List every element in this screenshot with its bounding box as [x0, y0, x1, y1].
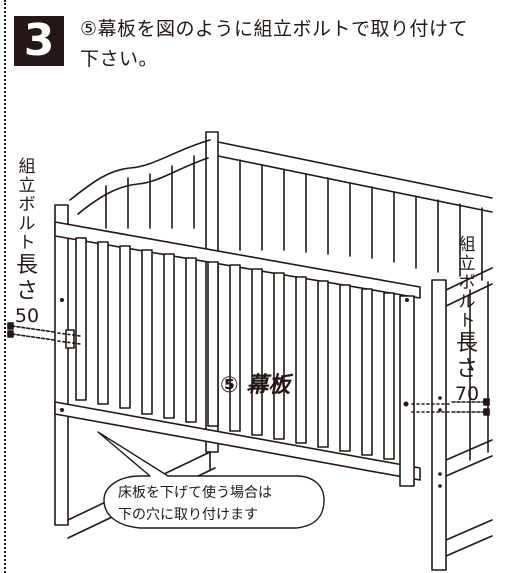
part-label: ⑤ 幕板 [220, 373, 294, 398]
back-headboard-arch-inner [77, 157, 209, 215]
front-right-post [431, 279, 447, 571]
left-bolt-length-char-2: さ [15, 279, 38, 304]
front-bottom-rail [54, 401, 421, 481]
left-bolt-char-4: ル [18, 214, 36, 234]
mid-right-post [399, 295, 415, 487]
back-top-rail [217, 141, 493, 213]
mounting-holes [60, 298, 442, 488]
instruction-line-1: ⑤幕板を図のように組立ボルトで取り付けて [80, 18, 469, 40]
callout-text: 床板を下げて使う場合は 下の穴に取り付けます [118, 482, 308, 526]
front-left-post [54, 204, 69, 526]
left-bolt-label: 組 立 ボ ル ト 長 さ 50 [14, 157, 40, 328]
right-bolt-char-1: 組 [458, 235, 476, 255]
right-bolt-length-char-2: さ [455, 357, 478, 382]
right-bolt-length-char-1: 長 [455, 331, 478, 356]
right-end-rails [445, 267, 493, 477]
right-bolt-char-2: 立 [458, 254, 476, 274]
back-slats [105, 155, 483, 281]
left-bolt-char-2: 立 [18, 176, 36, 196]
right-bolt-char-3: ボ [458, 273, 476, 293]
left-bolts [7, 322, 81, 345]
callout-bubble [97, 431, 325, 529]
left-bolt-char-3: ボ [18, 195, 36, 215]
callout-line-1: 床板を下げて使う場合は [118, 485, 272, 501]
left-bracket [65, 329, 75, 349]
left-bolt-length-char-1: 長 [15, 253, 38, 278]
step-instruction: ⑤幕板を図のように組立ボルトで取り付けて 下さい。 [80, 14, 510, 74]
step-number-badge: 3 [14, 16, 64, 66]
page-margin-rule [4, 0, 6, 573]
right-bolt-char-5: ト [458, 311, 476, 331]
front-top-rail [54, 221, 421, 299]
left-bolt-char-5: ト [18, 233, 36, 253]
instruction-line-2: 下さい。 [80, 48, 159, 70]
step-number: 3 [23, 15, 55, 66]
back-headboard-arch [69, 139, 211, 201]
right-bolt-char-4: ル [458, 292, 476, 312]
right-bolt-label: 組 立 ボ ル ト 長 さ 70 [454, 235, 480, 406]
left-bolt-length-value: 50 [14, 305, 40, 327]
right-bolt-length-value: 70 [454, 383, 480, 405]
right-end-slats [469, 281, 489, 461]
left-bolt-char-1: 組 [18, 157, 36, 177]
right-bolts [411, 398, 490, 416]
floor-board-right [445, 519, 493, 557]
front-slats [75, 237, 395, 460]
callout-line-2: 下の穴に取り付けます [118, 507, 258, 523]
